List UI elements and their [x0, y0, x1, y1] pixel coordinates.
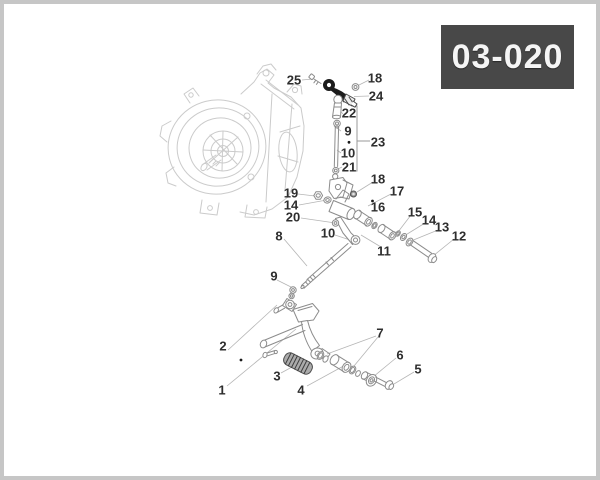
callout-6: 6 [396, 348, 403, 363]
callout-9: 9 [344, 124, 351, 139]
callout-7: 7 [376, 326, 383, 341]
callout-25: 25 [287, 73, 301, 88]
part-8-connecting-rod [300, 243, 352, 289]
parts-line-art [259, 73, 438, 390]
part-21-washer [332, 166, 340, 180]
part-6-flanged-spacer [360, 371, 378, 387]
part-20-washer [331, 219, 340, 227]
part-5-bolt [373, 376, 395, 390]
part-11-pin [377, 223, 397, 241]
callout-18: 18 [368, 71, 382, 86]
callout-4: 4 [297, 383, 305, 398]
part-12-bolt [409, 239, 438, 264]
part-10-rod-end-lower [273, 298, 297, 314]
callout-20: 20 [286, 210, 300, 225]
callout-11: 11 [377, 244, 391, 259]
callout-14: 14 [284, 198, 299, 213]
part-bell-crank [328, 189, 361, 245]
part-25-screw [308, 73, 322, 85]
part-18-nut-lower [350, 190, 357, 198]
callout-5: 5 [414, 362, 421, 377]
part-4-bushing [329, 354, 361, 377]
part-3-toe-peg [283, 352, 313, 375]
part-18-nut-upper [351, 83, 360, 91]
part-15-oring [395, 230, 401, 237]
part-22-ball-post [332, 94, 343, 120]
callout-12: 12 [452, 229, 466, 244]
part-9-washer-upper [333, 119, 341, 128]
part-14-washer-right [399, 232, 408, 242]
part-14-washer-left [323, 196, 332, 204]
callout-23: 23 [371, 135, 385, 150]
marker-dot-16 [371, 199, 374, 203]
part-19-hex-nut [313, 191, 324, 200]
section-code-badge: 03-020 [441, 25, 574, 89]
callout-19: 19 [284, 186, 298, 201]
callout-3: 3 [273, 369, 280, 384]
part-13-washer [405, 237, 414, 247]
part-10-rod-upper [333, 125, 340, 167]
callout-9: 9 [270, 269, 277, 284]
part-24-selector-lever [323, 79, 358, 108]
gearbox-housing-line-art [159, 63, 305, 219]
part-1-shift-pedal [259, 303, 331, 361]
marker-dot-2 [239, 358, 243, 362]
part-yoke-bracket [328, 177, 354, 200]
callout-16: 16 [371, 200, 385, 215]
callout-10: 10 [321, 226, 335, 241]
callout-17: 17 [390, 184, 404, 199]
callout-18: 18 [371, 172, 385, 187]
callout-8: 8 [275, 229, 282, 244]
part-9-washer-lower [288, 286, 297, 300]
callout-21: 21 [342, 160, 356, 175]
exploded-parts-diagram: 2518242292310211817191416152014131081211… [159, 63, 466, 398]
callout-10: 10 [341, 146, 355, 161]
callout-24: 24 [369, 89, 384, 104]
section-code: 03-020 [451, 37, 564, 76]
callout-15: 15 [408, 205, 422, 220]
callout-14: 14 [422, 213, 437, 228]
callout-1: 1 [218, 383, 225, 398]
callout-13: 13 [435, 220, 449, 235]
callout-2: 2 [219, 339, 226, 354]
part-16-bushing [353, 209, 378, 230]
callout-22: 22 [342, 106, 356, 121]
